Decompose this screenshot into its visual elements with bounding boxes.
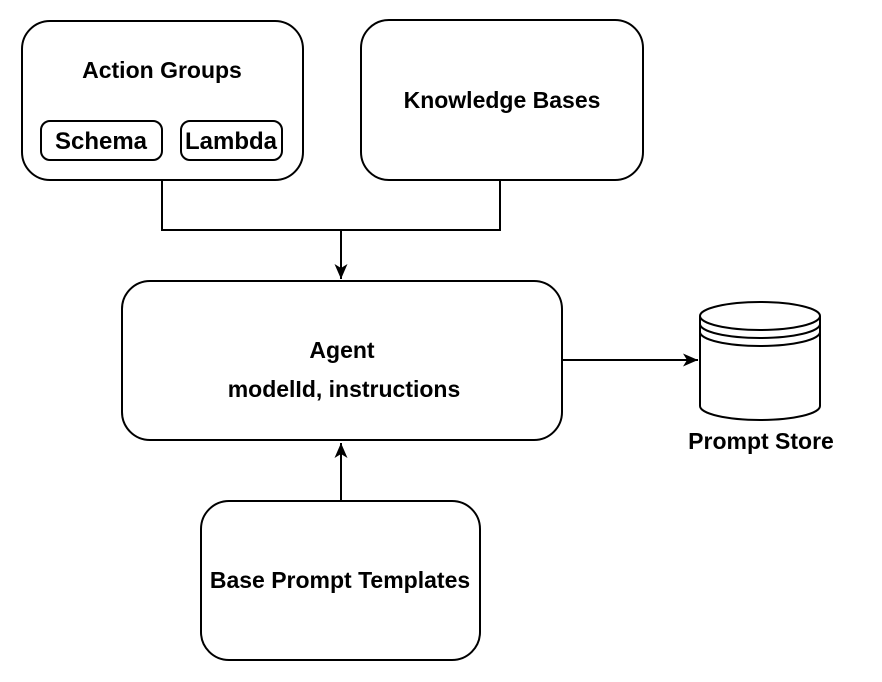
lambda-label: Lambda xyxy=(185,128,278,155)
connector-inputs-bus xyxy=(161,180,501,231)
prompt-store-label: Prompt Store xyxy=(688,428,834,454)
action-groups-label: Action Groups xyxy=(82,57,242,83)
node-agent: Agent modelId, instructions xyxy=(121,280,563,441)
base-prompt-templates-box xyxy=(200,500,481,661)
agent-title: Agent xyxy=(309,337,375,363)
schema-box xyxy=(40,120,163,161)
schema-label: Schema xyxy=(55,128,148,155)
node-lambda: Lambda xyxy=(180,120,283,161)
node-base-prompt-templates: Base Prompt Templates xyxy=(200,500,481,661)
agent-subtitle: modelId, instructions xyxy=(228,376,461,402)
database-cylinder-top xyxy=(699,301,821,331)
knowledge-bases-box xyxy=(360,19,644,181)
node-schema: Schema xyxy=(40,120,163,161)
node-action-groups: Action Groups Schema Lambda xyxy=(21,20,304,181)
database-cylinder-icon xyxy=(699,316,821,421)
knowledge-bases-label: Knowledge Bases xyxy=(404,87,601,113)
database-cylinder-ring-1 xyxy=(699,323,821,339)
base-prompt-templates-label: Base Prompt Templates xyxy=(210,567,470,593)
database-cylinder-ring-2 xyxy=(699,331,821,347)
node-prompt-store: Prompt Store xyxy=(688,301,834,454)
lambda-box xyxy=(180,120,283,161)
node-knowledge-bases: Knowledge Bases xyxy=(360,19,644,181)
agent-box xyxy=(121,280,563,441)
